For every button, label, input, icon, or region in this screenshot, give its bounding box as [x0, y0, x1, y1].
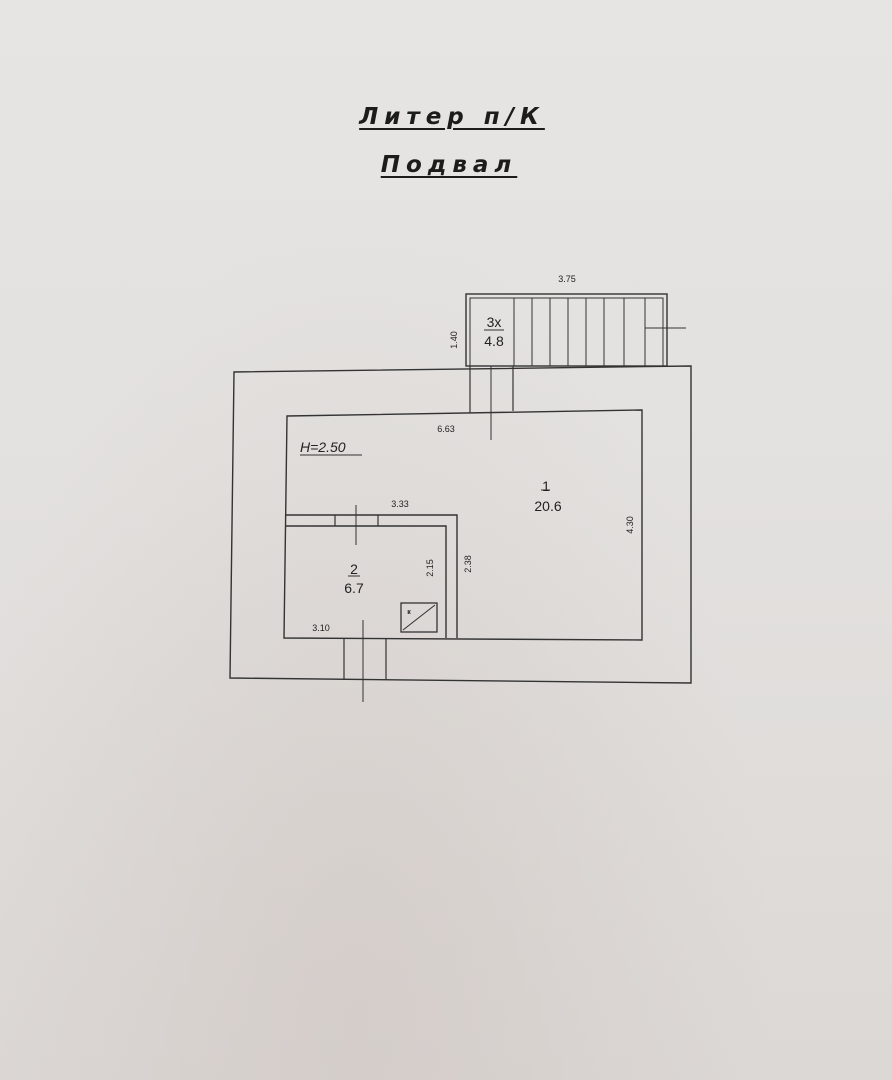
stair-block-inner — [469, 297, 664, 367]
height-label: H=2.50 — [300, 439, 346, 455]
outer-wall — [229, 365, 692, 684]
title-liter: Литер п/К — [359, 104, 545, 130]
title-floor: Подвал — [380, 152, 518, 178]
dim-room1-height: 4.30 — [625, 516, 635, 534]
dim-stair-width: 3.75 — [558, 274, 576, 284]
room-1-area: 20.6 — [534, 498, 561, 514]
appliance-diagonal — [402, 604, 436, 631]
room-2-partition-inner — [286, 525, 447, 638]
dim-room1-width: 6.63 — [437, 424, 455, 434]
room-1-outline — [283, 409, 643, 641]
room-3-area: 4.8 — [484, 333, 504, 349]
stair-treads — [513, 298, 686, 366]
dim-room2-top: 3.33 — [391, 499, 409, 509]
dim-room2-bottom: 3.10 — [312, 623, 330, 633]
room-2-area: 6.7 — [344, 580, 364, 596]
dim-room2-right: 2.15 — [425, 559, 435, 577]
room-1-number: 1 — [542, 478, 550, 494]
appliance-symbol — [400, 602, 438, 633]
room-2-number: 2 — [350, 561, 358, 577]
appliance-letter: к — [407, 609, 411, 616]
room-3-number: 3х — [487, 314, 502, 330]
room-2-partition — [286, 514, 458, 638]
dim-partition: 2.38 — [463, 555, 473, 573]
dim-stair-depth: 1.40 — [449, 331, 459, 349]
